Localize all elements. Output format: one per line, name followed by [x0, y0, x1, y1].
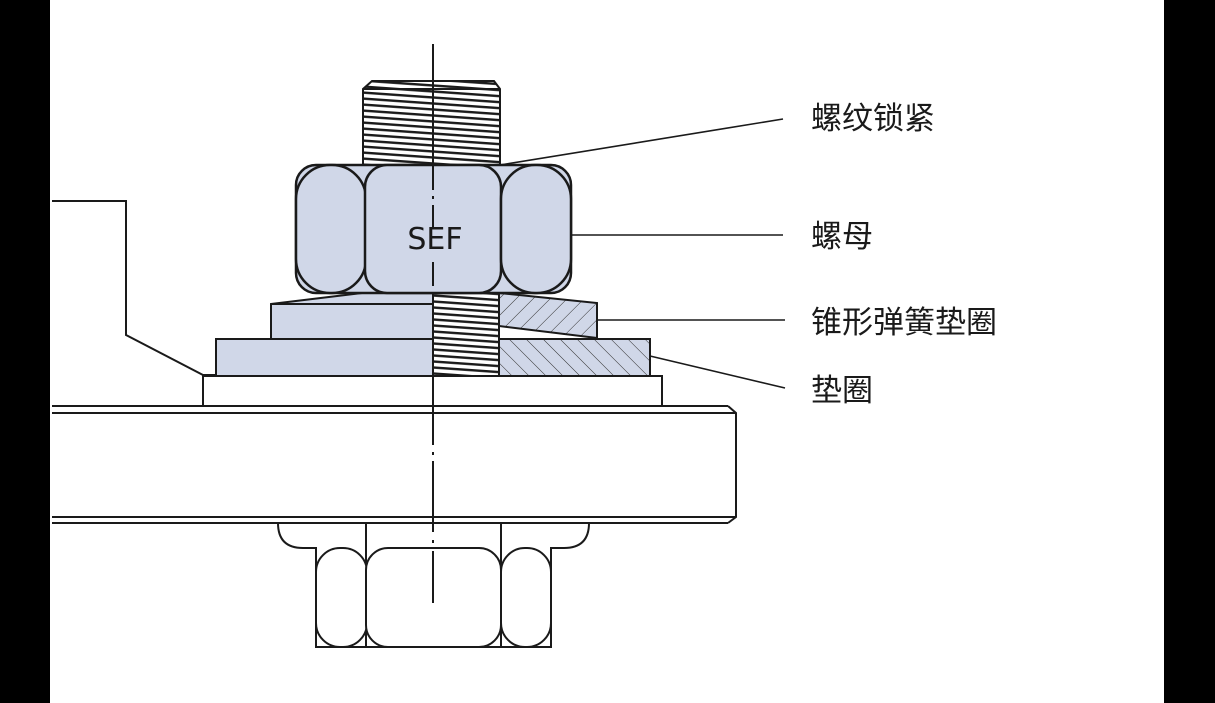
bolt-thread-lower: [432, 292, 500, 377]
leader-thread-lock: [499, 118, 784, 166]
left-frame-bar: [0, 0, 50, 703]
nut-marking: SEF: [407, 222, 462, 257]
label-washer: 垫圈: [811, 373, 873, 409]
label-cone-spring-washer: 锥形弹簧垫圈: [811, 305, 997, 341]
label-thread-lock: 螺纹锁紧: [811, 101, 935, 137]
washer-left: [215, 338, 434, 377]
cone-washer-right-section: [498, 291, 598, 340]
label-nut: 螺母: [811, 219, 873, 255]
bolt-thread-top: [362, 80, 501, 167]
washer-right-section: [498, 338, 651, 377]
clamped-part-outline: [52, 200, 220, 376]
cone-washer-left: [270, 292, 434, 340]
leader-washer: [649, 355, 786, 389]
base-plate: [52, 405, 737, 524]
right-frame-bar: [1164, 0, 1215, 703]
